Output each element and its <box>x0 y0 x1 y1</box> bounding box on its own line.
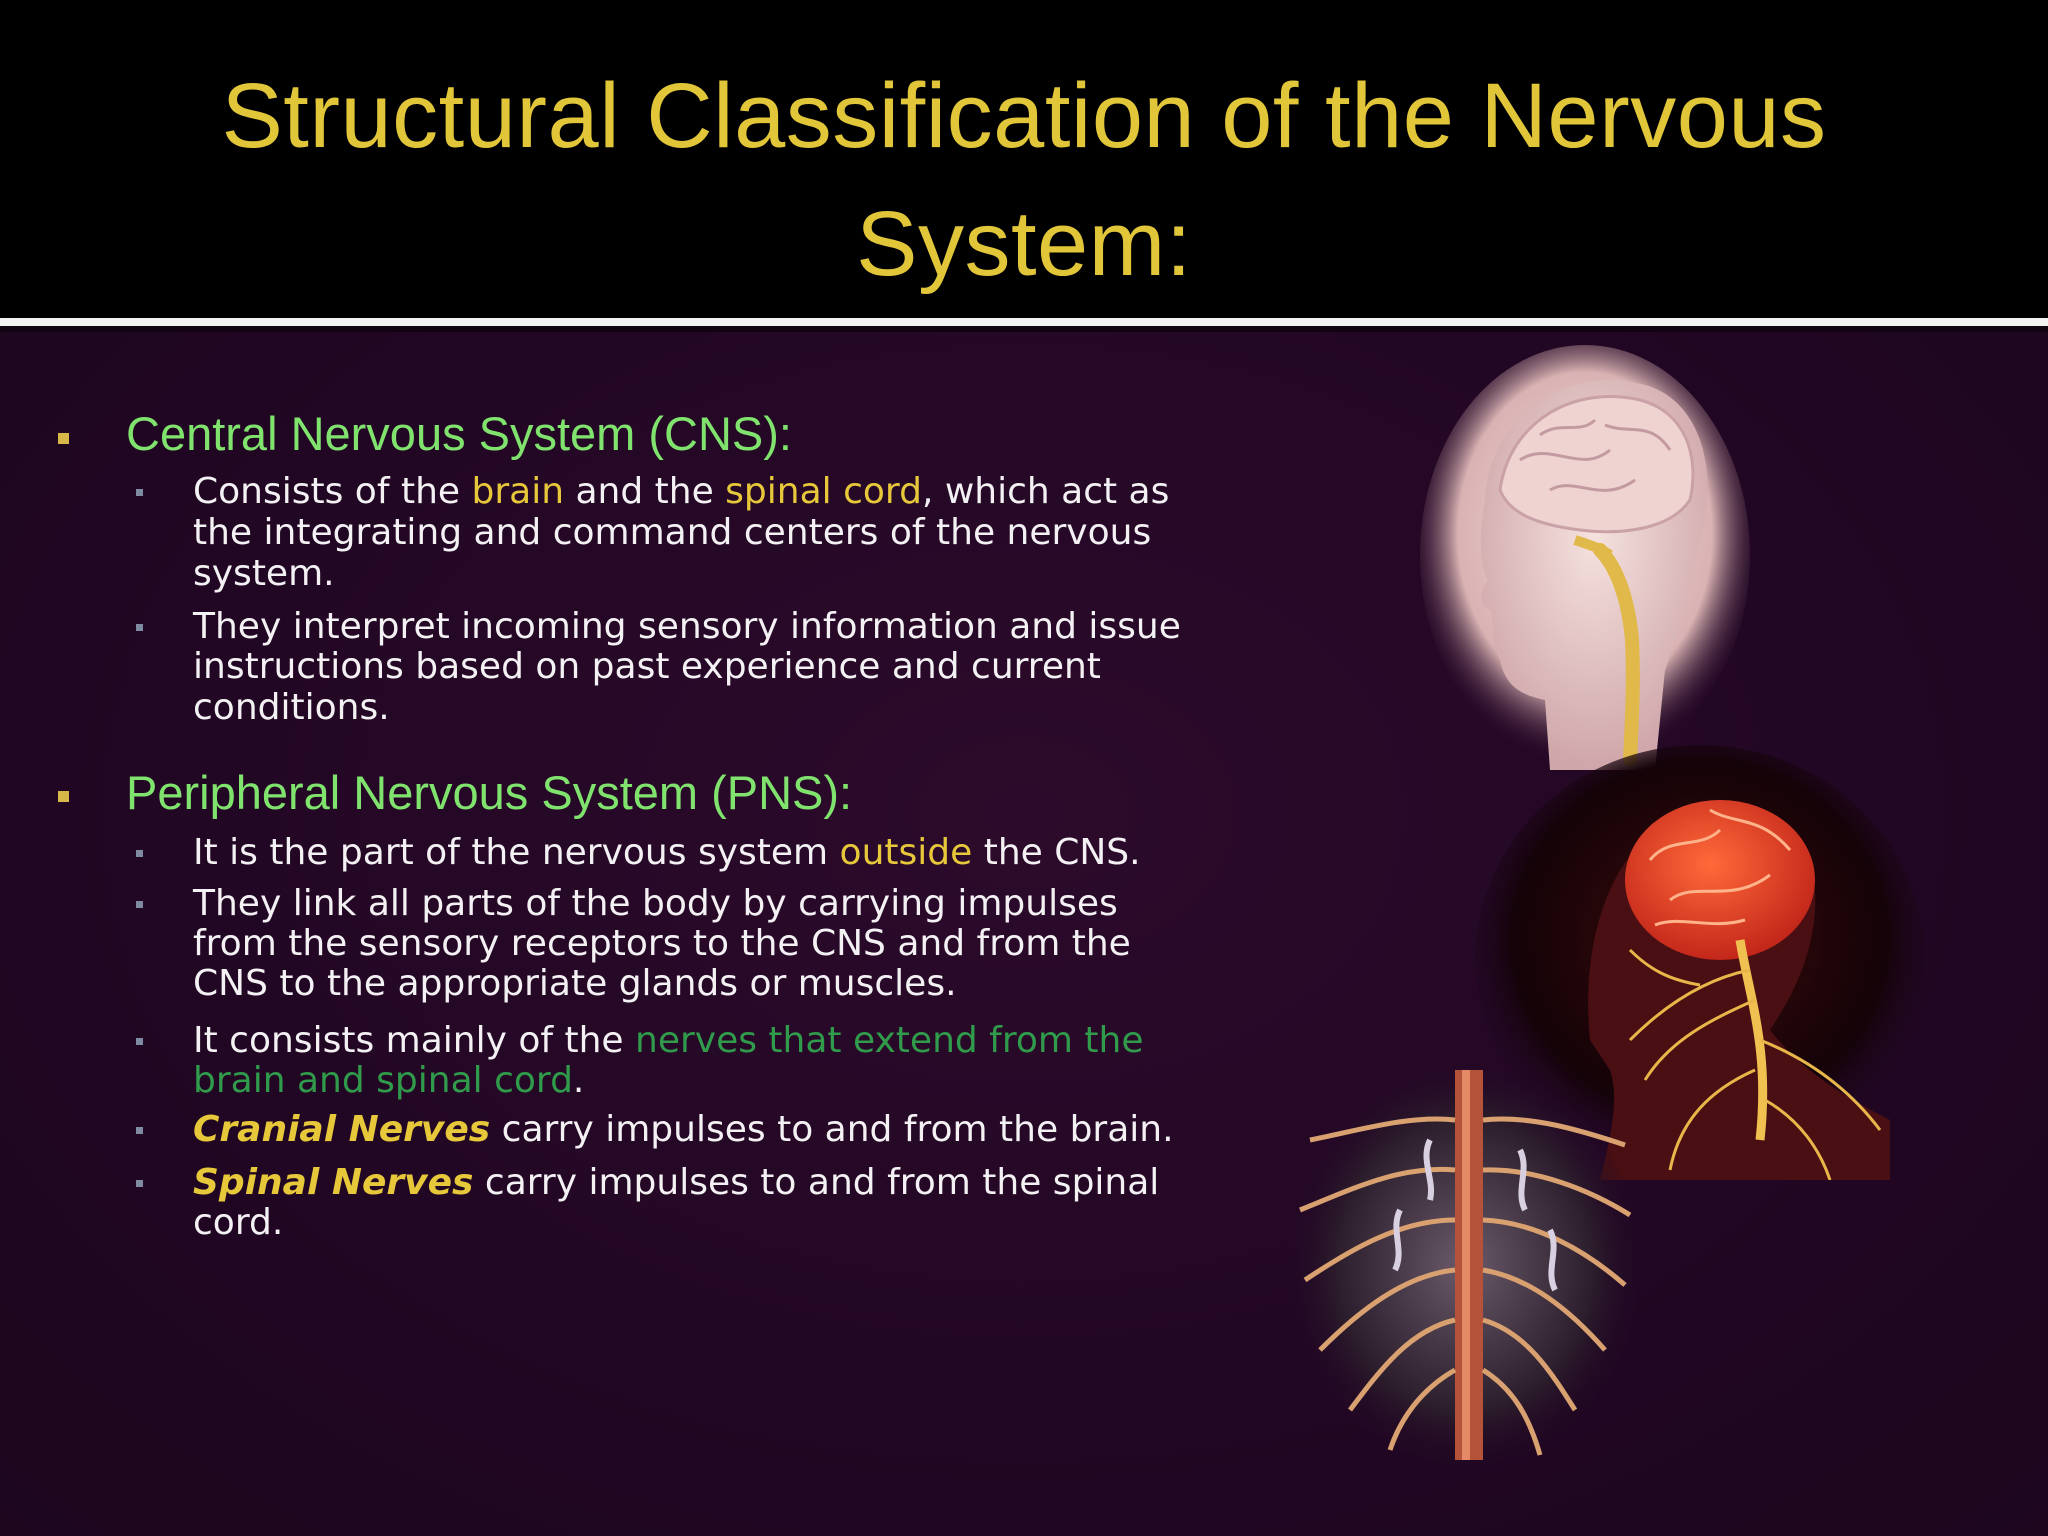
cns-item-1-line-1: Consists of the brain and the spinal cor… <box>193 472 1169 512</box>
pns-item-3-bullet <box>136 1038 143 1045</box>
pns-item-5-bullet <box>136 1180 143 1187</box>
pns-term-cranial-nerves: Cranial Nerves <box>193 1109 491 1150</box>
pns-item-5-line-1: Spinal Nerves carry impulses to and from… <box>193 1163 1159 1203</box>
cns-item-2-line-1: They interpret incoming sensory informat… <box>193 606 1181 647</box>
cns-item-2-line-3: conditions. <box>193 687 390 728</box>
cns-item-1-text-a: Consists of the <box>193 471 472 512</box>
pns-term-spinal-nerves: Spinal Nerves <box>193 1162 474 1203</box>
pns-item-5-text: carry impulses to and from the spinal <box>473 1162 1160 1203</box>
nervous-system-image <box>1475 745 1925 1180</box>
pns-item-5-line-2: cord. <box>193 1202 284 1243</box>
pns-item-3-line-1: It consists mainly of the nerves that ex… <box>193 1021 1143 1061</box>
pns-heading: Peripheral Nervous System (PNS): <box>126 766 853 819</box>
cns-item-2-bullet <box>136 624 143 631</box>
cns-item-1-bullet <box>136 489 143 496</box>
pns-item-3-text-b: . <box>572 1060 585 1101</box>
cns-term-spinal-cord: spinal cord <box>725 471 922 512</box>
pns-item-2-line-2: from the sensory receptors to the CNS an… <box>193 923 1131 964</box>
pns-item-4-text: carry impulses to and from the brain. <box>490 1109 1174 1150</box>
pns-item-2-line-3: CNS to the appropriate glands or muscles… <box>193 963 957 1004</box>
pns-item-1-bullet <box>136 850 143 857</box>
pns-item-2-line-1: They link all parts of the body by carry… <box>193 883 1118 924</box>
pns-item-2-bullet <box>136 901 143 908</box>
cns-item-1-text-b: and the <box>564 471 726 512</box>
pns-term-brain-spinal: brain and spinal cord <box>193 1060 573 1101</box>
pns-term-outside: outside <box>839 832 973 873</box>
pns-bullet <box>58 791 69 802</box>
slide-title-line-2: System: <box>856 193 1192 295</box>
cns-item-1-line-3: system. <box>193 553 335 594</box>
pns-item-4-bullet <box>136 1127 143 1134</box>
pns-item-3-line-2: brain and spinal cord. <box>193 1061 584 1101</box>
pns-item-1-line-1: It is the part of the nervous system out… <box>193 833 1141 873</box>
cns-term-brain: brain <box>471 471 565 512</box>
cns-heading: Central Nervous System (CNS): <box>126 407 792 460</box>
title-divider <box>0 318 2048 326</box>
spinal-cord-image <box>1290 1065 1640 1465</box>
cns-item-2-line-2: instructions based on past experience an… <box>193 646 1101 687</box>
brain-head-image <box>1420 345 1750 770</box>
title-divider-shadow <box>0 326 2048 332</box>
cns-bullet <box>58 433 69 444</box>
slide-title-bar <box>0 0 2048 318</box>
pns-item-3-text-a: It consists mainly of the <box>193 1020 636 1061</box>
slide-title: Structural Classification of the Nervous… <box>0 52 2048 308</box>
pns-item-1-text-b: the CNS. <box>972 832 1141 873</box>
pns-item-4-line-1: Cranial Nerves carry impulses to and fro… <box>193 1110 1174 1150</box>
cns-item-1-line-2: the integrating and command centers of t… <box>193 512 1152 553</box>
pns-item-1-text-a: It is the part of the nervous system <box>193 832 840 873</box>
pns-term-nerves: nerves that extend from the <box>635 1020 1144 1061</box>
cns-item-1-text-c: , which act as <box>921 471 1170 512</box>
slide-title-line-1: Structural Classification of the Nervous <box>221 65 1827 167</box>
